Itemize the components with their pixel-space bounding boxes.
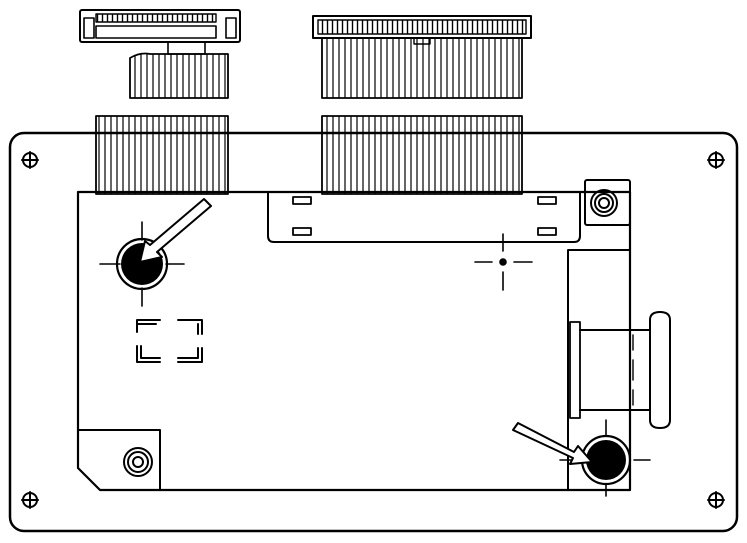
ribbon-cable-left-lower-icon xyxy=(95,115,229,195)
pointer-arrow-bottom-right-icon xyxy=(512,422,593,465)
standoff-screw-bottom-left-icon xyxy=(77,429,161,491)
circuit-board xyxy=(76,190,632,492)
ribbon-cable-right-lower-icon xyxy=(321,115,523,195)
side-bracket-icon xyxy=(567,249,671,491)
corner-screw-top-left-icon xyxy=(21,151,39,169)
corner-mark-icon xyxy=(136,319,203,363)
corner-screw-bottom-left-icon xyxy=(21,491,39,509)
corner-screw-top-right-icon xyxy=(707,151,725,169)
connector-left-icon xyxy=(79,9,241,43)
ribbon-cable-right-upper-icon xyxy=(321,37,523,99)
standoff-screw-top-right-icon xyxy=(584,179,631,226)
pointer-arrow-top-left-icon xyxy=(139,198,212,263)
corner-screw-bottom-right-icon xyxy=(707,491,725,509)
board-connector-icon xyxy=(267,191,581,243)
ribbon-cable-left-upper-icon xyxy=(129,41,229,99)
mounting-hole-bottom-right-icon xyxy=(559,419,651,497)
connector-right-icon xyxy=(312,15,532,45)
alignment-crosshair-icon xyxy=(474,233,533,291)
